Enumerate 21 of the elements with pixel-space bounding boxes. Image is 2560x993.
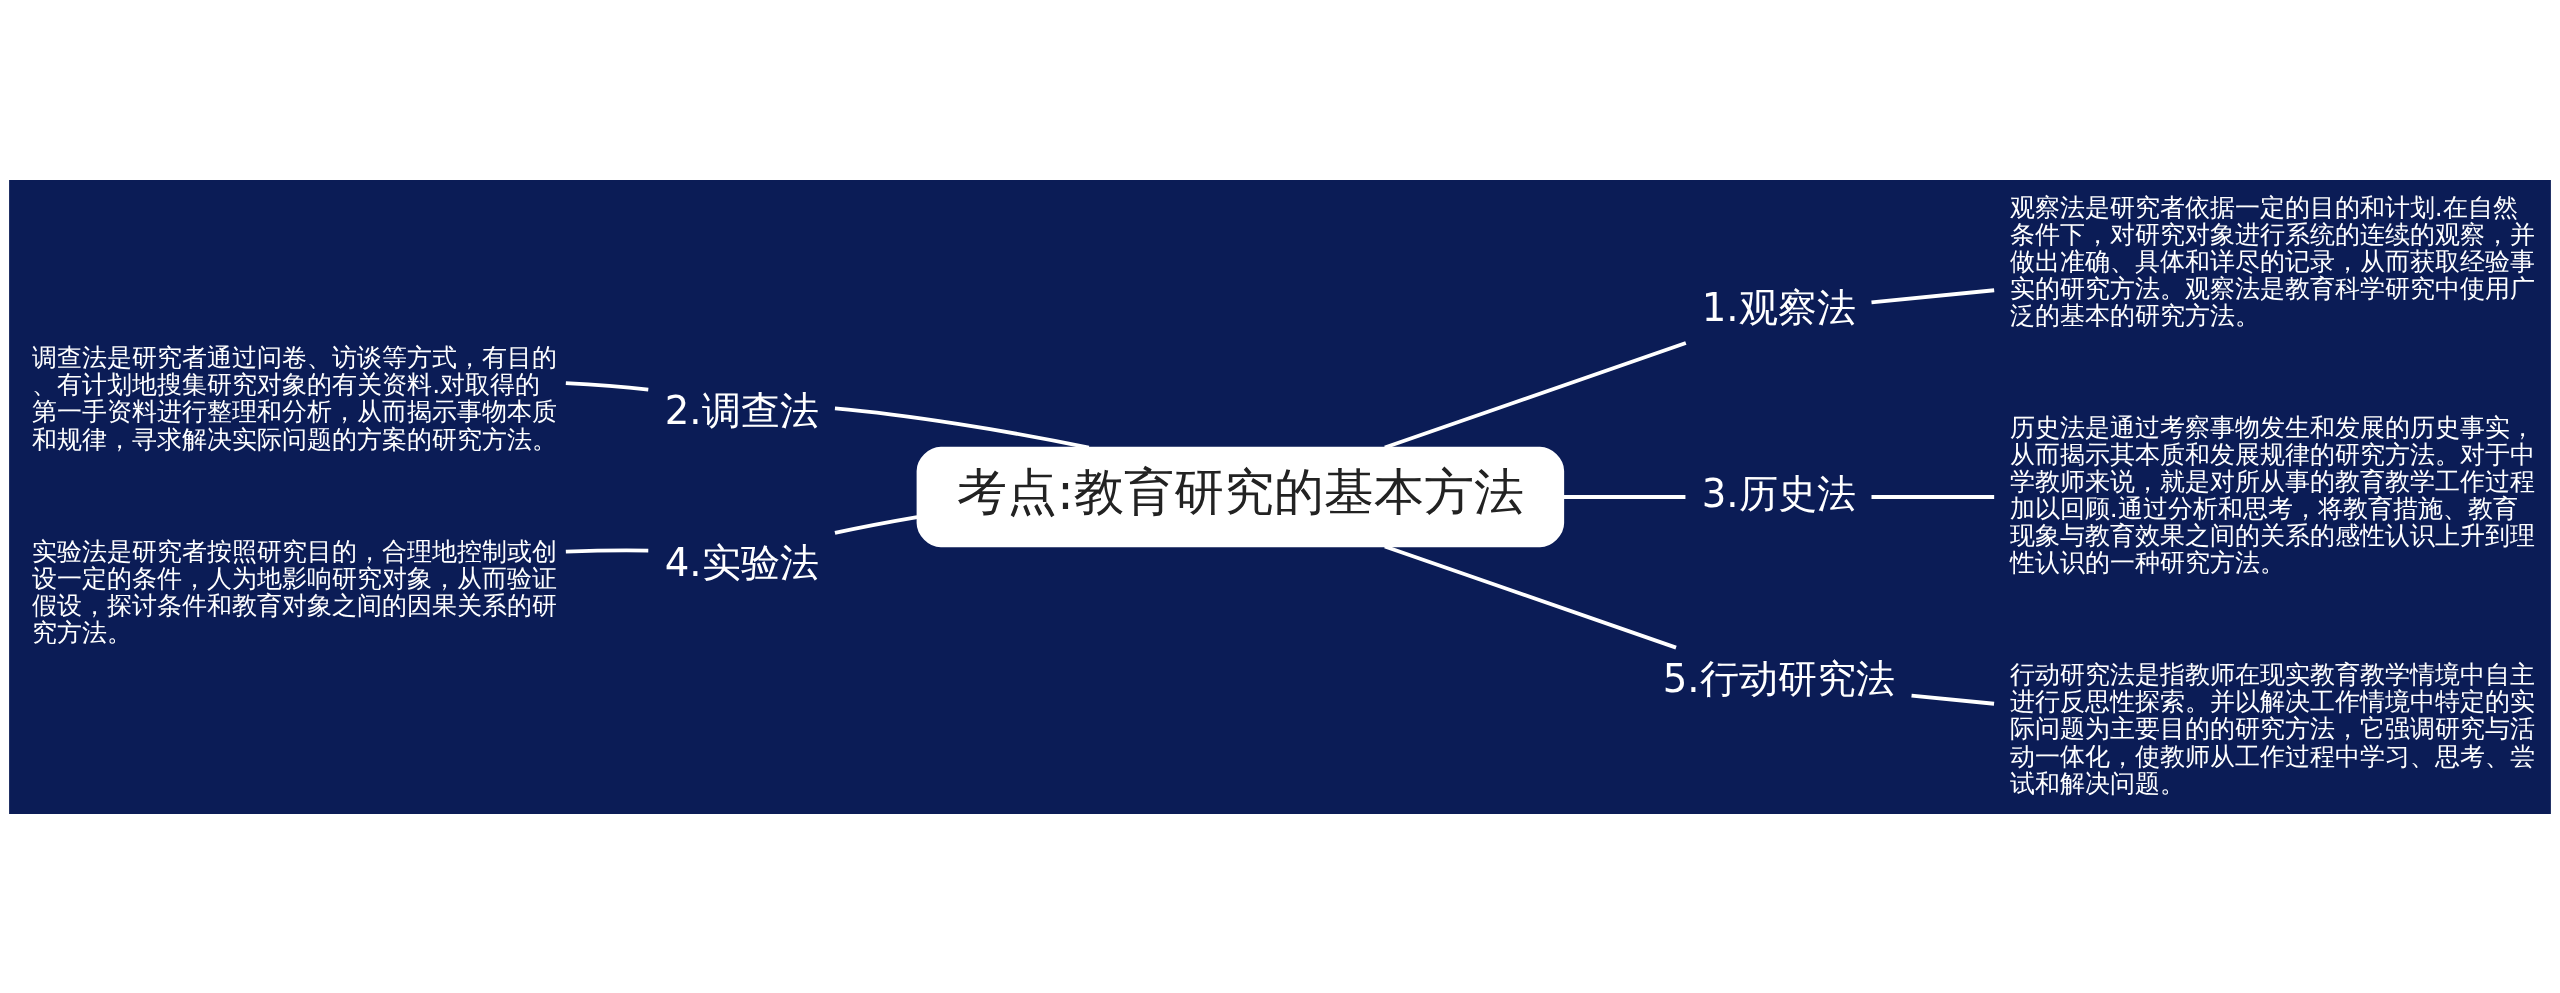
connector	[834, 406, 1090, 450]
node-text: 3.历史法	[1701, 470, 1856, 516]
connector	[1384, 544, 1677, 649]
node-text: 观察法是研究者依据一定的目的和计划.在自然条件下，对研究对象进行系统的连续的观察，并做出准确、具体和详尽的记录，从而获取经验事实的研究方法。观察法是教育科学研究中使用广泛的基本的研究方法。	[2009, 192, 2535, 330]
node-text: 2.调查法	[664, 387, 819, 433]
node-text: 1.观察法	[1701, 284, 1856, 330]
node-box: 考点:教育研究的基本方法	[916, 446, 1565, 547]
node-text: 调查法是研究者通过问卷、访谈等方式，有目的、有计划地搜集研究对象的有关资料.对取得的第一手资料进行整理和分析，从而揭示事物本质和规律，寻求解决实际问题的方案的研究方法。	[32, 342, 558, 454]
connector	[565, 380, 649, 391]
connector	[1384, 340, 1687, 449]
connector	[1563, 494, 1686, 499]
connector	[1871, 494, 1995, 499]
connector	[834, 514, 918, 535]
node-text: 历史法是通过考察事物发生和发展的历史事实，从而揭示其本质和发展规律的研究方法。对于中学教师来说，就是对所从事的教育教学工作过程加以回顾.通过分析和思考，将教育措施、教育现象与教育效果之间的关系的感性认识上升到理性认识的一种研究方法。	[2009, 412, 2535, 577]
node-text: 实验法是研究者按照研究目的，合理地控制或创设一定的条件，人为地影响研究对象，从而验证假设，探讨条件和教育对象之间的因果关系的研究方法。	[32, 536, 558, 647]
node-text: 5.行动研究法	[1662, 655, 1895, 701]
node-text: 4.实验法	[664, 539, 819, 585]
connector	[565, 547, 649, 554]
connector	[1871, 287, 1995, 304]
node-text: 行动研究法是指教师在现实教育教学情境中自主进行反思性探索。并以解决工作情境中特定的实际问题为主要目的的研究方法，它强调研究与活动一体化，使教师从工作过程中学习、思考、尝试和解决问题。	[2009, 659, 2535, 798]
connector	[1911, 693, 1995, 706]
